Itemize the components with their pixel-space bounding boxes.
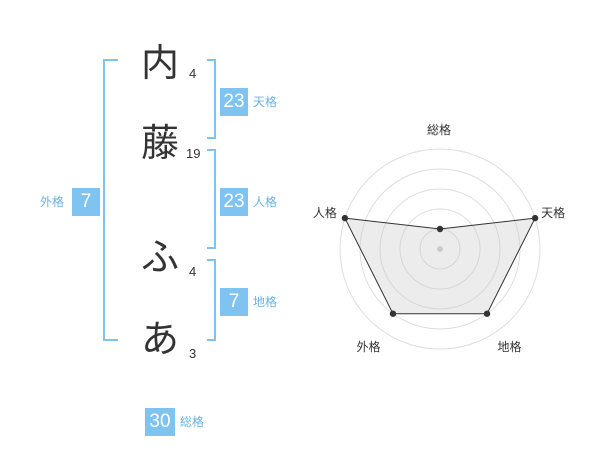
radar-point-3 (483, 310, 491, 317)
jinkaku-value: 23 (220, 188, 248, 216)
radar-point-2 (531, 214, 539, 222)
radar-polygon (344, 217, 536, 315)
tenkaku-value: 23 (220, 88, 248, 116)
name-char-3: ふ (140, 235, 179, 279)
stroke-count-3: 4 (189, 264, 197, 279)
chikaku-label: 地格 (253, 295, 278, 309)
chikaku-value: 7 (220, 288, 248, 316)
jinkaku-bracket (207, 149, 216, 249)
soukaku-value: 30 (145, 408, 175, 436)
tenkaku-label: 天格 (253, 95, 278, 109)
name-char-4: あ (140, 317, 179, 361)
stroke-count-1: 4 (189, 66, 197, 81)
soukaku-label: 総格 (180, 415, 205, 429)
radar-point-1 (436, 225, 444, 233)
radar-ring (339, 148, 541, 350)
gaikaku-bracket (103, 59, 118, 341)
radar-ring (379, 188, 501, 310)
radar-axis-label-2: 天格 (541, 205, 566, 220)
gaikaku-value: 7 (72, 188, 100, 216)
radar-axis-label-3: 地格 (497, 340, 522, 355)
chikaku-bracket (207, 259, 216, 341)
stroke-count-2: 19 (186, 146, 201, 161)
radar-center (437, 246, 443, 252)
radar-ring (399, 208, 481, 290)
name-char-2: 藤 (140, 121, 179, 165)
radar-axis-label-4: 外格 (356, 340, 381, 355)
stroke-count-4: 3 (189, 346, 197, 361)
radar-axis-label-5: 人格 (312, 205, 337, 220)
radar-point-5 (341, 214, 349, 222)
gaikaku-label: 外格 (40, 195, 65, 209)
name-char-1: 内 (140, 41, 179, 85)
radar-point-4 (389, 310, 397, 317)
jinkaku-label: 人格 (253, 195, 278, 209)
radar-axis-label-1: 総格 (427, 123, 452, 137)
tenkaku-bracket (207, 59, 216, 139)
